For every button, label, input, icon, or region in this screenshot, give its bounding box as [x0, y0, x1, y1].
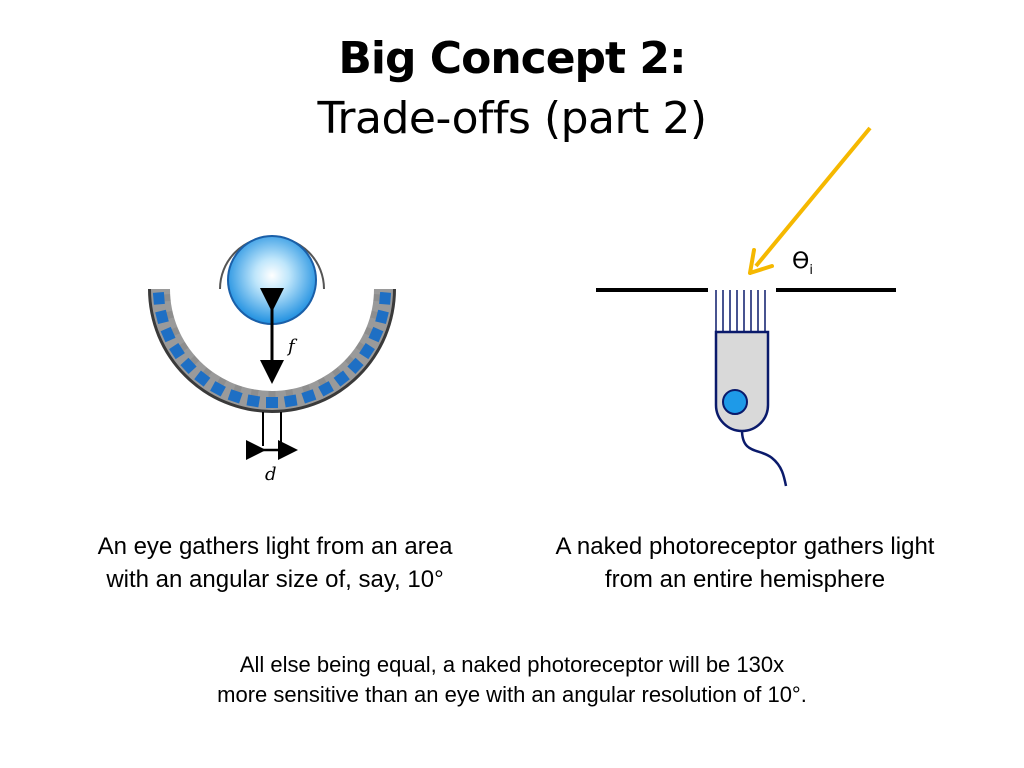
photoreceptor-cell	[301, 389, 317, 404]
light-ray	[754, 126, 872, 268]
title-main: Big Concept 2:	[338, 33, 686, 84]
conclusion-text: All else being equal, a naked photorecep…	[0, 650, 1024, 710]
photoreceptor-caption-line1: A naked photoreceptor gathers light	[555, 533, 935, 560]
receptor-stalk	[163, 293, 172, 302]
photoreceptor-diagram: ϴi	[596, 126, 896, 487]
photoreceptor-array	[152, 291, 392, 408]
photoreceptor-cell	[194, 370, 211, 387]
photoreceptor-cell	[152, 291, 165, 305]
photoreceptor-cell	[283, 394, 298, 408]
conclusion-line2: more sensitive than an eye with an angul…	[217, 682, 807, 707]
eye-caption: An eye gathers light from an area with a…	[40, 530, 510, 596]
photoreceptor-caption: A naked photoreceptor gathers light from…	[510, 530, 980, 596]
photoreceptor-caption-line2: from an entire hemisphere	[604, 566, 886, 593]
eye-caption-line2: with an angular size of, say, 10°	[106, 566, 444, 593]
photoreceptor-cell	[169, 343, 185, 360]
photoreceptor-cell	[160, 326, 176, 343]
photoreceptor-cell	[246, 394, 261, 408]
receptor-stalk	[165, 310, 175, 320]
nerve-fibre	[740, 429, 788, 487]
pitch-label: d	[265, 464, 277, 485]
diagram-canvas: f d ϴi	[148, 126, 896, 487]
photoreceptor-cell	[347, 357, 364, 375]
receptor-stalk	[285, 388, 294, 398]
photoreceptor-cell	[210, 381, 226, 397]
photoreceptor-cell	[266, 397, 278, 408]
photoreceptor-cell	[180, 357, 197, 375]
light-ray-arrowhead	[748, 248, 774, 275]
photoreceptor-cell	[318, 381, 334, 397]
photoreceptor-cell	[368, 326, 384, 343]
photoreceptor-cell	[155, 309, 169, 325]
photoreceptor-cell	[379, 291, 392, 305]
photoreceptor-cell	[359, 343, 375, 360]
cell-body	[714, 330, 770, 433]
photoreceptor-cell	[333, 370, 350, 387]
eye-caption-line1: An eye gathers light from an area	[97, 533, 453, 560]
receptor-stalk	[372, 293, 381, 302]
eye-diagram: f d	[148, 235, 396, 485]
title-sub: Trade-offs (part 2)	[317, 93, 707, 144]
photoreceptor-cell	[227, 389, 243, 404]
receptor-stalk	[250, 388, 259, 398]
cilia	[715, 290, 766, 332]
nucleus	[722, 389, 748, 415]
receptor-stalk	[268, 390, 276, 398]
conclusion-line1: All else being equal, a naked photorecep…	[239, 652, 785, 677]
photoreceptor-cell	[375, 309, 389, 325]
angle-symbol: ϴi	[792, 249, 813, 278]
retina-band	[151, 289, 393, 410]
receptor-stalk	[369, 310, 379, 320]
slide-title: Big Concept 2: Trade-offs (part 2)	[0, 28, 1024, 148]
